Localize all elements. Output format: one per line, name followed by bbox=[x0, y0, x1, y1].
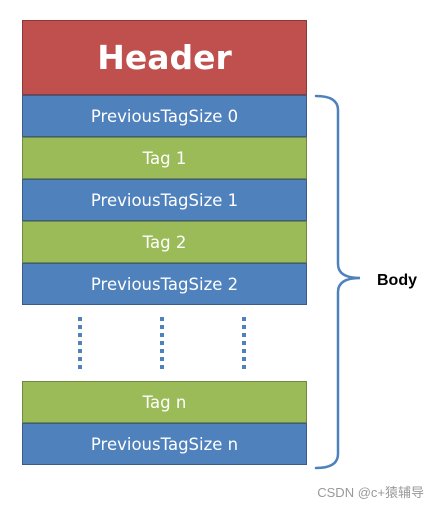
ellipsis-dot-column-2 bbox=[160, 317, 164, 371]
previous-tag-size-0-label: PreviousTagSize 0 bbox=[90, 106, 239, 126]
tag-2-block: Tag 2 bbox=[22, 221, 307, 263]
previous-tag-size-2-label: PreviousTagSize 2 bbox=[90, 274, 239, 294]
tag-1-block: Tag 1 bbox=[22, 137, 307, 179]
body-label: Body bbox=[377, 272, 417, 289]
tag-n-block: Tag n bbox=[22, 381, 307, 423]
previous-tag-size-2-block: PreviousTagSize 2 bbox=[22, 263, 307, 305]
ellipsis-dot-column-1 bbox=[78, 317, 82, 371]
header-block: Header bbox=[22, 20, 307, 95]
tag-n-label: Tag n bbox=[142, 392, 187, 412]
body-brace-icon bbox=[314, 94, 361, 470]
ellipsis-dots bbox=[22, 317, 307, 371]
previous-tag-size-1-label: PreviousTagSize 1 bbox=[90, 190, 239, 210]
ellipsis-dot-column-3 bbox=[242, 317, 246, 371]
header-label: Header bbox=[97, 38, 232, 77]
previous-tag-size-1-block: PreviousTagSize 1 bbox=[22, 179, 307, 221]
tag-2-label: Tag 2 bbox=[142, 232, 187, 252]
tag-1-label: Tag 1 bbox=[142, 148, 187, 168]
watermark: CSDN @c+猿辅导 bbox=[317, 485, 424, 500]
previous-tag-size-0-block: PreviousTagSize 0 bbox=[22, 95, 307, 137]
previous-tag-size-n-label: PreviousTagSize n bbox=[90, 434, 239, 454]
previous-tag-size-n-block: PreviousTagSize n bbox=[22, 423, 307, 465]
